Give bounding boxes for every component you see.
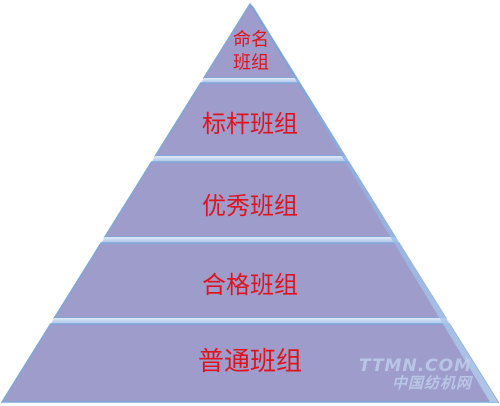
level-separator-4: [50, 318, 450, 324]
level-1-label: 命名 班组: [233, 29, 269, 74]
level-2-label: 标杆班组: [202, 110, 298, 138]
level-3-label: 优秀班组: [202, 192, 298, 220]
pyramid-right-edge: [250, 4, 498, 402]
level-5-label: 普通班组: [197, 346, 303, 377]
level-4-label: 合格班组: [202, 271, 298, 299]
watermark-cn: 中国纺机网: [391, 374, 472, 393]
watermark-logo: TTMN.COM 中国纺机网: [359, 358, 472, 392]
level-separator-3: [101, 237, 399, 243]
level-separator-1: [200, 78, 300, 83]
level-separator-2: [151, 156, 349, 162]
watermark-en: TTMN.COM: [358, 356, 472, 377]
